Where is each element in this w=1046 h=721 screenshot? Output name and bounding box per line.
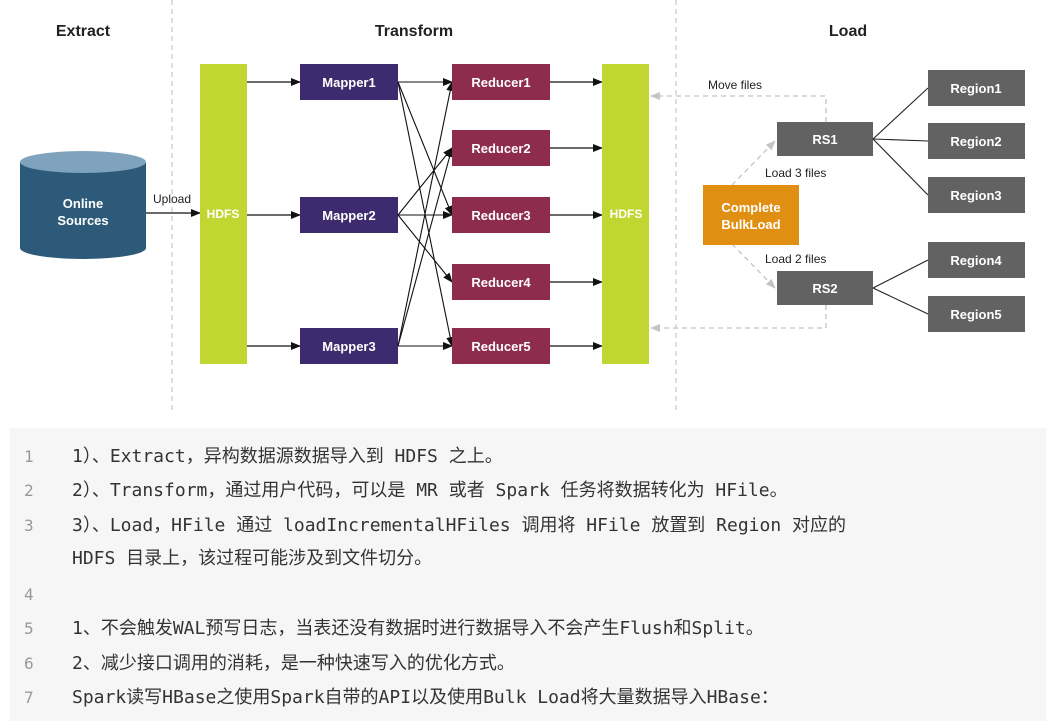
line-text: 1）、Extract，异构数据源数据导入到 HDFS 之上。 xyxy=(72,446,503,467)
region1-label: Region1 xyxy=(950,81,1001,96)
rs1-label: RS1 xyxy=(812,132,837,147)
line-number: 5 xyxy=(24,619,34,638)
line-number: 2 xyxy=(24,481,34,500)
region2-box xyxy=(928,123,1025,159)
load-3-files-label: Load 3 files xyxy=(765,166,826,180)
region1-box xyxy=(928,70,1025,106)
code-block: 1 1）、Extract，异构数据源数据导入到 HDFS 之上。 2 2）、Tran… xyxy=(10,428,1046,721)
region5-label: Region5 xyxy=(950,307,1001,322)
region3-label: Region3 xyxy=(950,188,1001,203)
line-text: HDFS 目录上，该过程可能涉及到文件切分。 xyxy=(72,548,433,569)
reducer4-box xyxy=(452,264,550,300)
line-number: 6 xyxy=(24,654,34,673)
region5-box xyxy=(928,296,1025,332)
line-text: 2）、Transform，通过用户代码，可以是 MR 或者 Spark 任务将数… xyxy=(72,480,788,501)
region4-box xyxy=(928,242,1025,278)
reducer2-label: Reducer2 xyxy=(471,141,530,156)
online-sources-label-1: Online xyxy=(63,196,103,211)
shuffle-arrows xyxy=(397,78,455,350)
reducer-output-arrows xyxy=(550,78,603,350)
hdfs-output-box xyxy=(602,64,649,364)
reducer5-label: Reducer5 xyxy=(471,339,530,354)
load-2-files-label: Load 2 files xyxy=(765,252,826,266)
hdfs-input-box xyxy=(200,64,247,364)
line-text: Spark读写HBase之使用Spark自带的API以及使用Bulk Load将… xyxy=(72,687,779,708)
move-files-arrows xyxy=(650,92,827,332)
mapper2-label: Mapper2 xyxy=(322,208,375,223)
reducer3-box xyxy=(452,197,550,233)
mapper3-label: Mapper3 xyxy=(322,339,375,354)
line-number: 4 xyxy=(24,585,34,604)
reducer5-box xyxy=(452,328,550,364)
hdfs-output-label: HDFS xyxy=(610,207,643,221)
region4-label: Region4 xyxy=(950,253,1002,268)
line-number: 7 xyxy=(24,688,34,707)
line-text: 3）、Load，HFile 通过 loadIncrementalHFiles 调… xyxy=(72,515,847,536)
line-text: 2、减少接口调用的消耗，是一种快速写入的优化方式。 xyxy=(72,653,515,674)
move-files-label: Move files xyxy=(708,78,762,92)
complete-bulkload-box xyxy=(703,185,799,245)
upload-label: Upload xyxy=(153,192,191,206)
mapper2-box xyxy=(300,197,398,233)
region3-box xyxy=(928,177,1025,213)
rs-region-links xyxy=(872,87,929,315)
online-sources-database: Online Sources xyxy=(20,151,146,259)
reducer1-label: Reducer1 xyxy=(471,75,530,90)
header-load: Load xyxy=(829,23,867,40)
reducer1-box xyxy=(452,64,550,100)
complete-bulkload-label-2: BulkLoad xyxy=(721,217,780,232)
reducer4-label: Reducer4 xyxy=(471,275,531,290)
reducer2-box xyxy=(452,130,550,166)
rs1-box xyxy=(777,122,873,156)
etl-diagram: Extract Transform Load Online Sources Up… xyxy=(20,0,1025,410)
reducer3-label: Reducer3 xyxy=(471,208,530,223)
header-extract: Extract xyxy=(56,23,111,40)
line-number: 1 xyxy=(24,447,34,466)
mapper1-box xyxy=(300,64,398,100)
online-sources-label-2: Sources xyxy=(57,213,108,228)
rs2-label: RS2 xyxy=(812,281,837,296)
header-transform: Transform xyxy=(375,23,453,40)
line-number: 3 xyxy=(24,516,34,535)
mapper3-box xyxy=(300,328,398,364)
rs2-box xyxy=(777,271,873,305)
complete-bulkload-label-1: Complete xyxy=(721,200,780,215)
region2-label: Region2 xyxy=(950,134,1001,149)
hdfs-input-label: HDFS xyxy=(207,207,240,221)
mapper1-label: Mapper1 xyxy=(322,75,375,90)
line-text: 1、不会触发WAL预写日志，当表还没有数据时进行数据导入不会产生Flush和Sp… xyxy=(72,618,764,639)
